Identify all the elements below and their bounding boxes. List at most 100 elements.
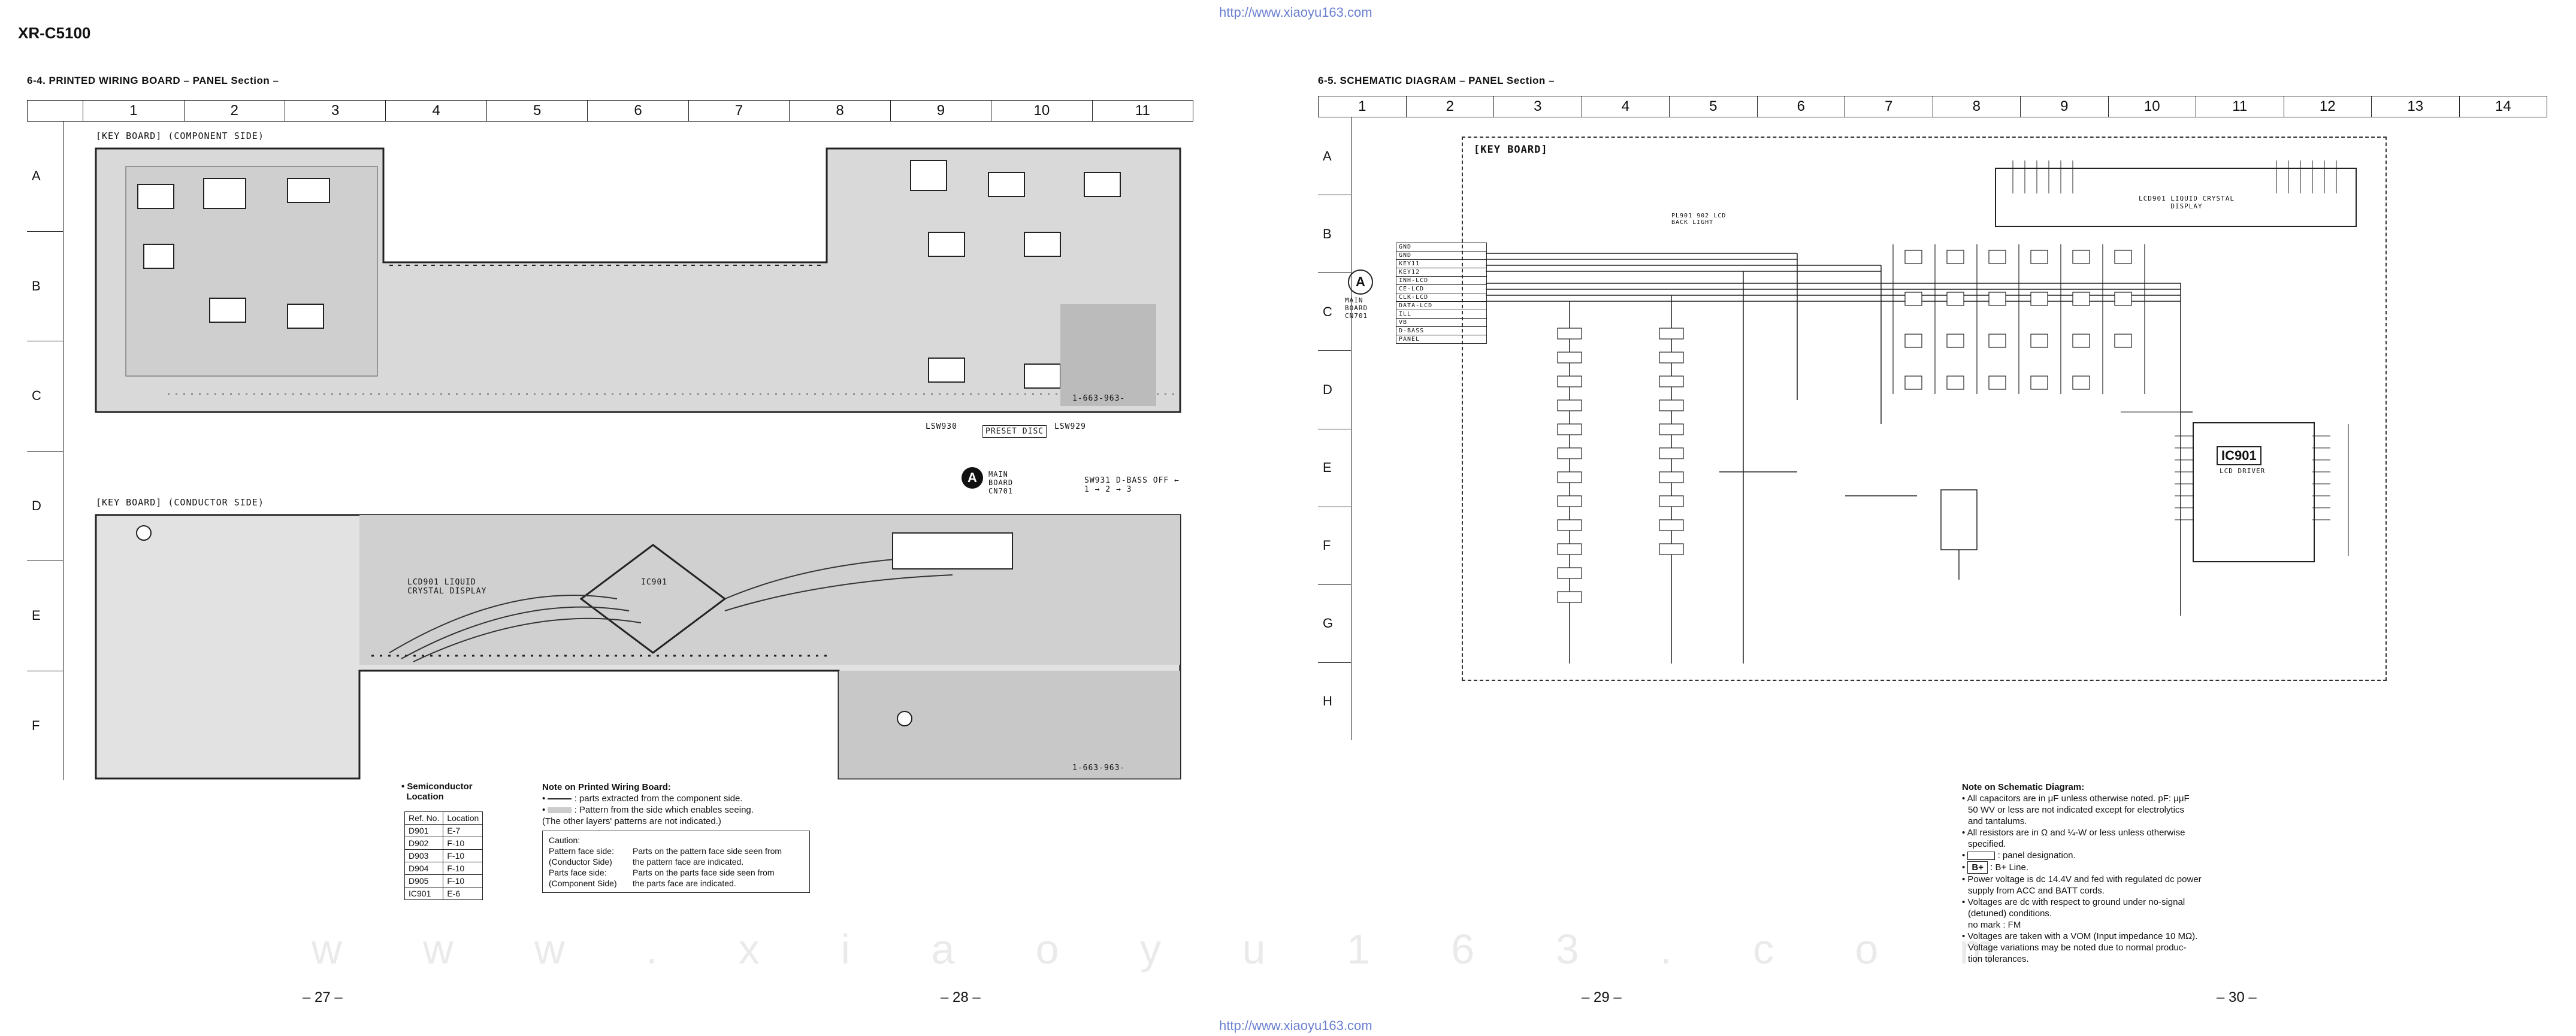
sch-row: A <box>1318 117 1351 196</box>
key-board-label: [KEY BOARD] <box>1474 144 1548 156</box>
lcd-block <box>1995 168 2357 227</box>
sw931-label: SW931 D-BASS OFF ← 1 → 2 → 3 <box>1084 476 1180 494</box>
connector-pin: VB <box>1396 319 1486 327</box>
sch-col: 8 <box>1933 96 2021 117</box>
pwb-col: 4 <box>386 101 487 121</box>
sch-row: D <box>1318 351 1351 429</box>
ic901-label-left: IC901 <box>641 578 668 587</box>
pwb-col: 8 <box>790 101 891 121</box>
switch-label-lsw930: LSW930 <box>926 422 957 431</box>
pwb-col: 6 <box>588 101 689 121</box>
sch-col: 6 <box>1758 96 1845 117</box>
page-number-28: – 28 – <box>941 989 981 1005</box>
switch-label-lsw929: LSW929 <box>1054 422 1086 431</box>
schematic-note-item: • : panel designation. <box>1962 850 2076 861</box>
pwb-row: F <box>32 717 40 733</box>
pwb-row: D <box>27 452 63 561</box>
connector-pin: KEY11 <box>1396 260 1486 268</box>
schematic-note: Note on Schematic Diagram: • All capacit… <box>1962 781 2226 965</box>
bottom-url-link[interactable]: http://www.xiaoyu163.com <box>1219 1018 1372 1033</box>
connector-pin: GND <box>1396 243 1486 252</box>
caution-row: Parts face side:Parts on the parts face … <box>549 868 775 877</box>
semi-ref: D904 <box>404 862 444 875</box>
schematic-note-item: • Power voltage is dc 14.4V and fed with… <box>1962 874 2202 896</box>
pwb-col: 1 <box>83 101 185 121</box>
top-url-link[interactable]: http://www.xiaoyu163.com <box>1219 5 1372 20</box>
pwb-note-line2: • : Pattern from the side which enables … <box>542 805 754 815</box>
connector-cn701: GND GND KEY11 KEY12 INH-LCD CE-LCD CLK-L… <box>1396 243 1487 344</box>
key-board-frame <box>1462 137 2387 681</box>
connector-pin: INH-LCD <box>1396 277 1486 285</box>
pwb-column-ruler: 1 2 3 4 5 6 7 8 9 10 11 <box>27 100 1193 122</box>
sch-col: 7 <box>1845 96 1933 117</box>
connector-pin: KEY12 <box>1396 268 1486 277</box>
connector-pin: CLK-LCD <box>1396 293 1486 302</box>
schematic-column-ruler: 1 2 3 4 5 6 7 8 9 10 11 12 13 14 <box>1318 96 2547 117</box>
ic901-name: IC901 <box>2217 446 2261 465</box>
connector-pin: DATA-LCD <box>1396 302 1486 310</box>
pwb-row: C <box>27 341 63 452</box>
sch-col: 14 <box>2495 98 2511 114</box>
conductor-side-board <box>95 514 1181 780</box>
pwb-note-line3: (The other layers' patterns are not indi… <box>542 816 721 826</box>
caution-row: (Component Side)the parts face are indic… <box>549 879 736 888</box>
schematic-main-board-marker: A <box>1348 269 1373 295</box>
schematic-section-title: 6-5. SCHEMATIC DIAGRAM – PANEL Section – <box>1318 75 1555 86</box>
connector-pin: CE-LCD <box>1396 285 1486 293</box>
semi-loc: E-6 <box>443 887 483 900</box>
ic901-sub: LCD DRIVER <box>2220 467 2266 475</box>
semi-ref: D905 <box>404 874 444 887</box>
pwb-note: Note on Printed Wiring Board: • : parts … <box>542 781 824 893</box>
pwb-row: E <box>27 561 63 671</box>
sch-col: 12 <box>2284 96 2372 117</box>
semi-ref: IC901 <box>404 887 444 900</box>
caution-row: Pattern face side:Parts on the pattern f… <box>549 846 782 856</box>
pwb-col: 9 <box>891 101 992 121</box>
semi-header-ref: Ref. No. <box>404 811 444 825</box>
semi-loc: F-10 <box>443 837 483 850</box>
semi-header-location: Location <box>443 811 483 825</box>
semi-loc: F-10 <box>443 862 483 875</box>
semi-loc: F-10 <box>443 849 483 862</box>
pwb-col: 10 <box>991 101 1093 121</box>
schematic-main-board-label: MAIN BOARD CN701 <box>1345 296 1368 320</box>
sch-col: 5 <box>1670 96 1758 117</box>
semi-ref: D903 <box>404 849 444 862</box>
schematic-note-item: • All resistors are in Ω and ¼-W or less… <box>1962 828 2185 849</box>
sch-row: C <box>1318 273 1351 352</box>
pwb-note-title: Note on Printed Wiring Board: <box>542 782 671 792</box>
page-number-29: – 29 – <box>1582 989 1622 1005</box>
sch-col: 1 <box>1319 96 1407 117</box>
sch-col: 13 <box>2372 96 2460 117</box>
page-number-27: – 27 – <box>303 989 343 1005</box>
pwb-note-line1: • : parts extracted from the component s… <box>542 793 743 804</box>
ic901-chip <box>2193 422 2315 562</box>
connector-pin: GND <box>1396 252 1486 260</box>
schematic-note-item: • Voltages are taken with a VOM (Input i… <box>1962 931 2198 964</box>
watermark: w w w . x i a o y u 1 6 3 . c o m <box>312 926 2030 973</box>
sch-row: F <box>1318 507 1351 585</box>
caution-box: Caution: Pattern face side:Parts on the … <box>542 831 810 893</box>
schematic-note-item: • B+ : B+ Line. <box>1962 861 2028 874</box>
schematic-row-ruler: A B C D E F G H <box>1318 117 1352 740</box>
connector-pin: D-BASS <box>1396 327 1486 335</box>
model-name: XR-C5100 <box>18 24 91 42</box>
semi-loc: E-7 <box>443 824 483 837</box>
connector-pin: ILL <box>1396 310 1486 319</box>
caution-row: (Conductor Side)the pattern face are ind… <box>549 857 744 867</box>
pwb-row-ruler: A B C D E F <box>27 122 64 780</box>
schematic-note-item: • All capacitors are in μF unless otherw… <box>1962 793 2190 826</box>
lcd-label-right: LCD901 LIQUID CRYSTAL DISPLAY <box>2138 195 2235 210</box>
semi-ref: D901 <box>404 824 444 837</box>
pwb-row: B <box>27 232 63 341</box>
sch-row: E <box>1318 429 1351 507</box>
sch-col: 11 <box>2196 96 2284 117</box>
connector-pin: PANEL <box>1399 336 1420 343</box>
conductor-side-label: [KEY BOARD] (CONDUCTOR SIDE) <box>96 497 264 508</box>
